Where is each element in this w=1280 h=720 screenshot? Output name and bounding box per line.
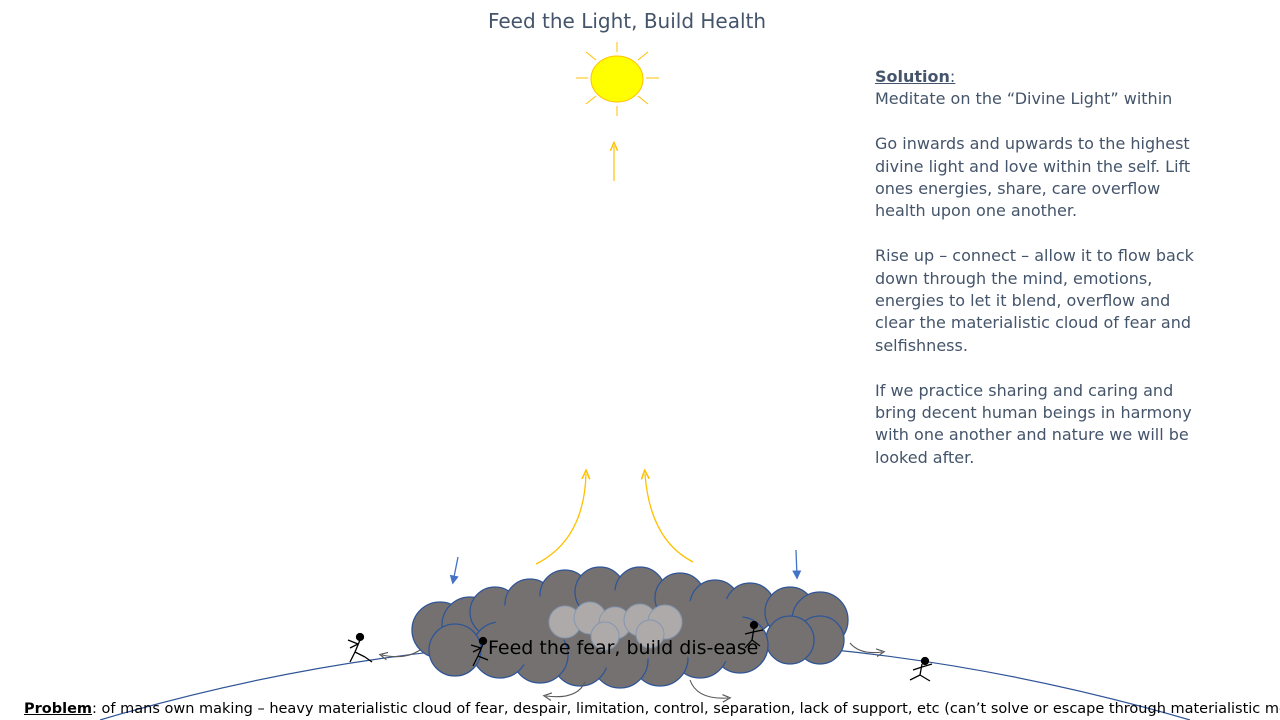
rising-light-arrow-left [535, 474, 586, 565]
escape-arrow [546, 681, 586, 697]
escape-arrow [849, 642, 882, 653]
problem-text: : of mans own making – heavy materialist… [92, 701, 1280, 717]
stick-figure-icon [909, 656, 933, 682]
solution-paragraph-2: Rise up – connect – allow it to flow bac… [875, 246, 1194, 355]
descending-arrow-right [792, 549, 802, 580]
descending-arrow-left [449, 556, 459, 585]
cloud-label: Feed the fear, build dis-ease [488, 637, 759, 659]
solution-paragraph-3: If we practice sharing and caring and br… [875, 380, 1192, 467]
sun-icon [576, 42, 659, 116]
fear-cloud-inner-light [548, 601, 683, 651]
rising-light-arrow-right [645, 474, 694, 563]
stick-figure-icon [470, 636, 489, 667]
stick-figure-icon [347, 632, 373, 663]
escape-arrow [689, 679, 728, 698]
problem-statement: Problem: of mans own making – heavy mate… [24, 701, 1280, 717]
solution-panel: Solution: Meditate on the “Divine Light”… [875, 66, 1195, 492]
problem-heading: Problem [24, 701, 93, 717]
stick-figure-icon [744, 620, 764, 649]
escape-arrow [382, 649, 421, 657]
solution-heading: Solution: [875, 67, 956, 86]
solution-paragraph-1: Go inwards and upwards to the highest di… [875, 134, 1191, 221]
diagram-title: Feed the Light, Build Health [487, 9, 767, 33]
solution-line: Meditate on the “Divine Light” within [875, 89, 1173, 109]
